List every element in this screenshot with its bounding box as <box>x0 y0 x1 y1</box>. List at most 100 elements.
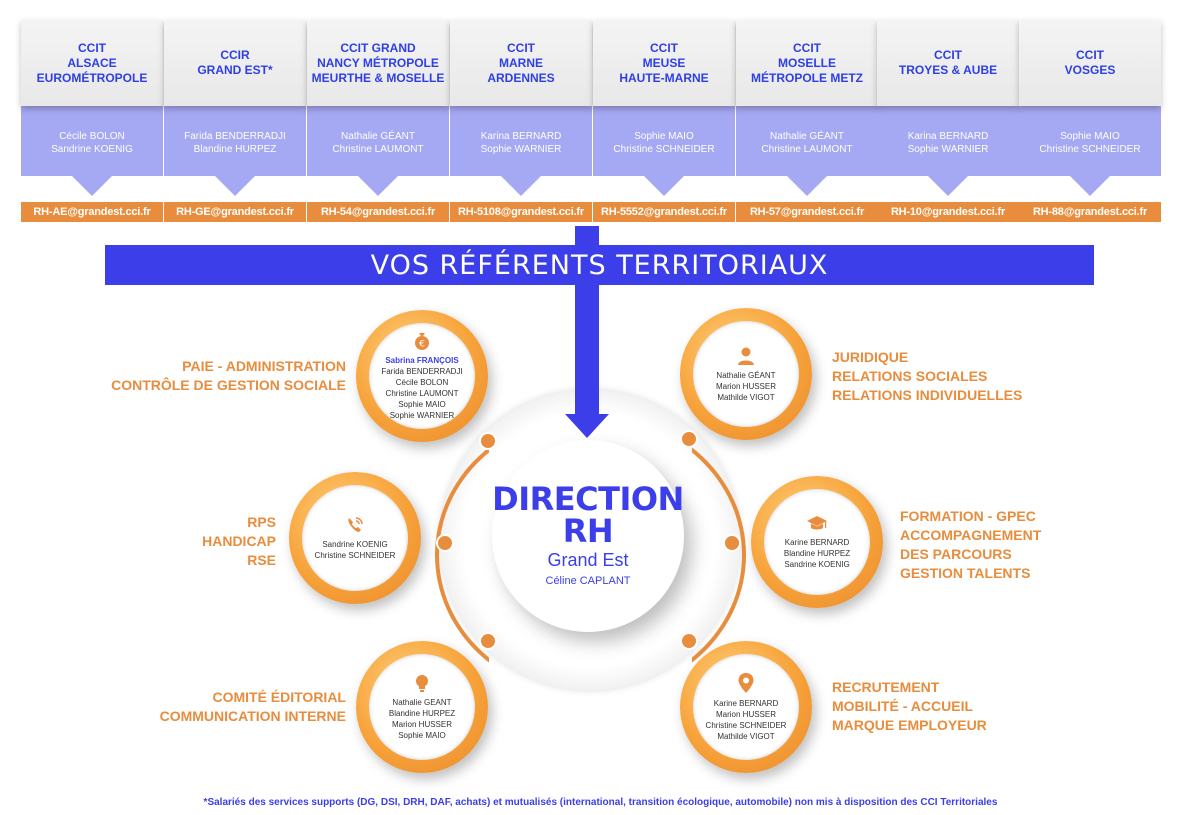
label-line: MOBILITÉ - ACCUEIL <box>832 698 974 714</box>
map-pin-icon <box>738 673 754 693</box>
email-link[interactable]: RH-10@grandest.cci.fr <box>877 202 1019 222</box>
label-line: RPS <box>247 514 276 530</box>
column-meuse: CCIT MEUSE HAUTE-MARNE Sophie MAIO Chris… <box>593 20 735 222</box>
column-title-line: VOSGES <box>1064 63 1116 77</box>
column-people: Karina BERNARD Sophie WARNIER <box>450 106 592 176</box>
label-line: RELATIONS SOCIALES <box>832 368 988 384</box>
connector-dot <box>723 534 741 552</box>
down-arrow-icon <box>358 176 398 196</box>
person-name: Farida BENDERRADJI <box>381 367 463 376</box>
svg-text:€: € <box>419 340 425 350</box>
down-arrow-icon <box>1070 176 1110 196</box>
person-name: Mathilde VIGOT <box>717 392 775 402</box>
person-name: Sophie MAIO <box>634 131 694 142</box>
satellite-lead: Sabrina FRANÇOIS <box>385 356 459 365</box>
column-title-line: ALSACE <box>67 55 117 70</box>
column-title-line: MOSELLE <box>777 55 836 70</box>
direction-rh-hub: DIRECTION RH Grand Est Céline CAPLANT <box>492 440 684 632</box>
connector-dot <box>680 430 698 448</box>
column-header: CCIT GRAND NANCY MÉTROPOLE MEURTHE & MOS… <box>307 20 449 106</box>
email-link[interactable]: RH-GE@grandest.cci.fr <box>164 202 306 222</box>
label-line: RECRUTEMENT <box>832 679 940 695</box>
column-title-line: EUROMÉTROPOLE <box>36 70 148 85</box>
person-name: Karina BERNARD <box>480 131 562 142</box>
hub-director: Céline CAPLANT <box>545 575 631 587</box>
label-line: PAIE - ADMINISTRATION <box>182 358 346 374</box>
person-name: Sophie WARNIER <box>389 411 455 420</box>
down-arrow-icon <box>565 414 609 438</box>
person-name: Blandine HURPEZ <box>193 144 277 155</box>
person-name: Sophie MAIO <box>1060 131 1120 142</box>
down-arrow-icon <box>501 176 541 196</box>
person-name: Nathalie GÉANT <box>341 131 415 142</box>
column-header: CCIT MEUSE HAUTE-MARNE <box>593 20 735 106</box>
column-nancy: CCIT GRAND NANCY MÉTROPOLE MEURTHE & MOS… <box>307 20 449 222</box>
person-name: Christine SCHNEIDER <box>314 551 396 560</box>
person-name: Christine SCHNEIDER <box>613 144 715 155</box>
person-name: Sandrine KOENIG <box>784 559 850 569</box>
person-name: Nathalie GEANT <box>392 698 452 707</box>
column-grand-est: CCIR GRAND EST* Farida BENDERRADJI Bland… <box>164 20 306 222</box>
label-line: COMITÉ ÉDITORIAL <box>212 689 346 705</box>
email-link[interactable]: RH-5552@grandest.cci.fr <box>593 202 735 222</box>
label-formation: FORMATION - GPEC ACCOMPAGNEMENT DES PARC… <box>900 507 1041 583</box>
email-link[interactable]: RH-54@grandest.cci.fr <box>307 202 449 222</box>
down-arrow-icon <box>215 176 255 196</box>
column-title-line: NANCY MÉTROPOLE <box>317 55 439 70</box>
person-name: Christine LAUMONT <box>761 144 853 155</box>
column-header: CCIT TROYES & AUBE <box>877 20 1019 106</box>
hub-title: DIRECTION <box>492 480 684 518</box>
satellite-paie: € Sabrina FRANÇOIS Farida BENDERRADJI Cé… <box>356 310 488 442</box>
column-header: CCIT VOSGES <box>1019 20 1161 106</box>
graduation-cap-icon <box>807 515 827 529</box>
person-name: Christine LAUMONT <box>385 389 459 398</box>
person-name: Christine SCHNEIDER <box>1039 144 1141 155</box>
person-name: Karine BERNARD <box>784 537 850 547</box>
hub-subtitle: Grand Est <box>547 550 629 570</box>
person-name: Nathalie GÉANT <box>770 131 844 142</box>
label-comite: COMITÉ ÉDITORIAL COMMUNICATION INTERNE <box>160 688 346 726</box>
column-title-line: ARDENNES <box>487 70 555 85</box>
label-rps: RPS HANDICAP RSE <box>202 513 276 570</box>
column-title-line: CCIT GRAND <box>340 40 416 55</box>
down-arrow-icon <box>787 176 827 196</box>
footnote: *Salariés des services supports (DG, DSI… <box>203 797 998 808</box>
column-title-line: TROYES & AUBE <box>898 63 998 77</box>
label-line: RSE <box>247 552 276 568</box>
person-name: Cécile BOLON <box>59 131 125 142</box>
label-line: HANDICAP <box>202 533 276 549</box>
person-name: Karine BERNARD <box>713 699 779 708</box>
email-link[interactable]: RH-57@grandest.cci.fr <box>736 202 878 222</box>
satellite-juridique: Nathalie GÉANT Marion HUSSER Mathilde VI… <box>680 308 812 440</box>
column-header: CCIR GRAND EST* <box>164 20 306 106</box>
connector-dot <box>436 534 454 552</box>
column-people: Karina BERNARD Sophie WARNIER <box>877 106 1019 176</box>
label-line: ACCOMPAGNEMENT <box>900 527 1042 543</box>
email-link[interactable]: RH-AE@grandest.cci.fr <box>21 202 163 222</box>
label-line: MARQUE EMPLOYEUR <box>832 717 987 733</box>
person-name: Marion HUSSER <box>391 720 452 729</box>
connector-dot <box>680 632 698 650</box>
email-link[interactable]: RH-5108@grandest.cci.fr <box>450 202 592 222</box>
email-link[interactable]: RH-88@grandest.cci.fr <box>1019 202 1161 222</box>
person-name: Cécile BOLON <box>395 378 449 387</box>
connector-dot <box>479 632 497 650</box>
label-line: CONTRÔLE DE GESTION SOCIALE <box>111 377 346 393</box>
person-name: Blandine HURPEZ <box>783 548 851 558</box>
column-marne: CCIT MARNE ARDENNES Karina BERNARD Sophi… <box>450 20 592 222</box>
column-title-line: CCIT <box>507 40 535 55</box>
person-name: Nathalie GÉANT <box>716 370 776 380</box>
satellite-inner: Karine BERNARD Blandine HURPEZ Sandrine … <box>764 489 870 595</box>
label-paie: PAIE - ADMINISTRATION CONTRÔLE DE GESTIO… <box>111 357 346 395</box>
column-people: Cécile BOLON Sandrine KOENIG <box>21 106 163 176</box>
column-title-line: HAUTE-MARNE <box>619 70 709 85</box>
person-name: Marion HUSSER <box>715 710 776 719</box>
label-line: RELATIONS INDIVIDUELLES <box>832 387 1023 403</box>
person-name: Blandine HURPEZ <box>388 709 456 718</box>
column-title-line: MÉTROPOLE METZ <box>751 70 863 85</box>
person-name: Sandrine KOENIG <box>322 540 388 549</box>
column-header: CCIT MARNE ARDENNES <box>450 20 592 106</box>
person-name: Christine SCHNEIDER <box>705 721 787 730</box>
label-recrutement: RECRUTEMENT MOBILITÉ - ACCUEIL MARQUE EM… <box>832 678 987 735</box>
phone-icon <box>348 517 363 532</box>
